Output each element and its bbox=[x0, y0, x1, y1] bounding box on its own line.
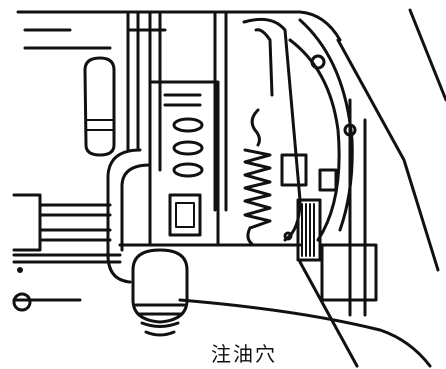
bottom-tank-arc bbox=[178, 298, 432, 368]
vertical-pipe-3 bbox=[213, 12, 228, 212]
block-oval-3 bbox=[172, 162, 204, 178]
left-dash-lines bbox=[23, 28, 167, 50]
cylinder-top-left bbox=[83, 56, 116, 157]
bracket-right bbox=[318, 168, 338, 192]
filler-cap bbox=[131, 248, 189, 324]
spring-hook-top bbox=[250, 108, 261, 147]
tension-spring bbox=[243, 148, 272, 230]
right-lower-block bbox=[320, 243, 378, 302]
left-rivet bbox=[17, 267, 23, 273]
block-oval-1 bbox=[172, 117, 204, 133]
callout-label: 注油穴 bbox=[211, 342, 277, 366]
block-slot-top bbox=[163, 93, 202, 107]
top-frame-line bbox=[16, 10, 342, 42]
far-right-line bbox=[408, 8, 446, 102]
left-horizontal-pipes bbox=[38, 203, 112, 242]
spring-bracket bbox=[280, 153, 308, 187]
left-base-plate bbox=[12, 253, 122, 302]
rotor-housing bbox=[242, 17, 302, 242]
cylinder-band bbox=[85, 119, 115, 131]
callout-leader-line bbox=[298, 260, 359, 368]
block-port bbox=[168, 193, 202, 237]
rotor-housing-inner bbox=[254, 28, 274, 97]
right-diagonal-edge bbox=[336, 38, 440, 272]
spring-hook-bottom bbox=[246, 226, 254, 246]
curved-hose-inner bbox=[120, 163, 152, 252]
block-port-inner bbox=[175, 202, 195, 228]
filler-cap-ribs bbox=[134, 303, 186, 337]
ribbed-filter bbox=[296, 198, 322, 262]
oil-hole bbox=[283, 231, 293, 241]
vertical-pipe-1 bbox=[126, 12, 140, 152]
block-oval-2 bbox=[172, 140, 204, 156]
left-lower-box bbox=[12, 193, 42, 252]
bolt-mid-right bbox=[343, 123, 357, 137]
bolt-top-right bbox=[310, 54, 326, 70]
filter-ribs bbox=[301, 203, 315, 257]
rotor-disc-2 bbox=[298, 18, 354, 232]
left-bolt bbox=[12, 292, 32, 312]
